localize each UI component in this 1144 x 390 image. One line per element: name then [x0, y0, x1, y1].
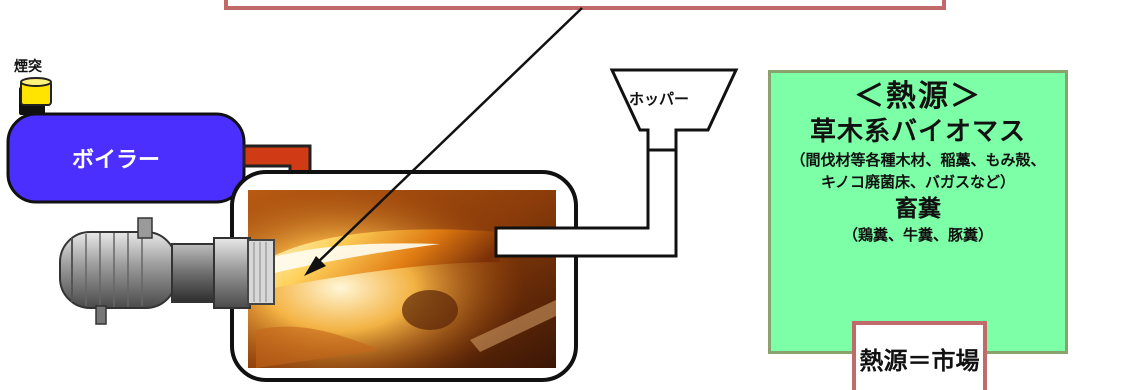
market-callout-text: 熱源＝市場: [860, 347, 980, 375]
heat-source-heading: ＜熱源＞: [771, 79, 1065, 115]
manure-detail: （鶏糞、牛糞、豚糞）: [771, 224, 1065, 246]
boiler-label: ボイラー: [72, 142, 160, 174]
chimney-label: 煙突: [14, 56, 42, 76]
woody-biomass-detail-2: キノコ廃菌床、バガスなど）: [771, 171, 1065, 193]
top-callout-box: [226, 0, 944, 8]
chimney: [19, 78, 51, 115]
hopper-label: ホッパー: [629, 88, 689, 109]
market-callout: 熱源＝市場: [852, 321, 987, 390]
manure-title: 畜糞: [771, 194, 1065, 224]
hopper-funnel: [612, 70, 736, 152]
woody-biomass-title: 草木系バイオマス: [771, 115, 1065, 149]
furnace-fire-image: [248, 190, 556, 368]
woody-biomass-detail-1: （間伐材等各種木材、稲藁、もみ殻、: [771, 149, 1065, 171]
heat-source-box: ＜熱源＞ 草木系バイオマス （間伐材等各種木材、稲藁、もみ殻、 キノコ廃菌床、バ…: [768, 70, 1068, 354]
